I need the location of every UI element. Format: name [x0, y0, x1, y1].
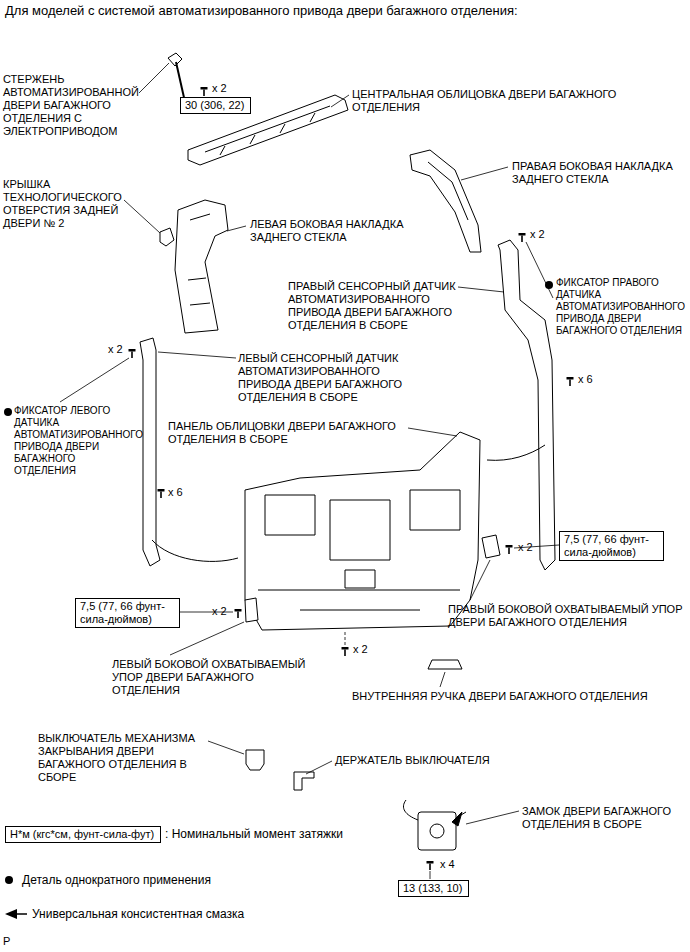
- quantity-label: x 6: [168, 486, 183, 499]
- part-label: ЗАМОК ДВЕРИ БАГАЖНОГО ОТДЕЛЕНИЯ В СБОРЕ: [522, 805, 682, 831]
- illustration-part: [152, 540, 238, 561]
- torque-box: 30 (306, 22): [180, 97, 251, 114]
- torque-box: 13 (133, 10): [398, 880, 469, 897]
- illustration-part: [5, 876, 13, 884]
- part-label: ВЫКЛЮЧАТЕЛЬ МЕХАНИЗМА ЗАКРЫВАНИЯ ДВЕРИ Б…: [38, 732, 208, 784]
- illustration-part: [124, 200, 160, 233]
- illustration-part: [158, 352, 236, 358]
- illustration-part: [294, 772, 314, 790]
- illustration-part: [258, 590, 460, 610]
- illustration-part: [440, 672, 445, 687]
- illustration-part: [168, 53, 182, 66]
- illustration-part: [482, 535, 500, 558]
- illustration-part: [5, 909, 17, 919]
- illustration-part: [519, 233, 526, 242]
- illustration-part: [227, 226, 246, 231]
- illustration-part: [201, 87, 208, 96]
- quantity-label: x 6: [578, 373, 593, 386]
- illustration-part: [408, 428, 457, 436]
- illustration-part: [410, 490, 460, 530]
- illustration-part: [430, 824, 444, 838]
- illustration-part: [526, 242, 553, 298]
- quantity-label: x 2: [353, 643, 368, 656]
- quantity-label: x 2: [530, 228, 545, 241]
- illustration-part: [430, 871, 431, 879]
- part-label: ВНУТРЕННЯЯ РУЧКА ДВЕРИ БАГАЖНОГО ОТДЕЛЕН…: [352, 690, 687, 703]
- page-title: Для моделей с системой автоматизированно…: [5, 3, 518, 18]
- illustration-part: [235, 609, 242, 618]
- illustration-part: [208, 741, 244, 754]
- illustration-part: [466, 811, 519, 824]
- illustration-part: [160, 228, 174, 246]
- illustration-part: [428, 660, 462, 669]
- illustration-part: [306, 761, 332, 774]
- torque-box: 7,5 (77, 66 фунт-сила-дюймов): [75, 598, 180, 628]
- quantity-label: x 2: [518, 541, 533, 554]
- illustration-part: [176, 62, 185, 102]
- torque-value: 13 (133, 10): [403, 882, 464, 895]
- part-label: СТЕРЖЕНЬ АВТОМАТИЗИРОВАННОЙ ДВЕРИ БАГАЖН…: [3, 73, 138, 138]
- legend-text: Универсальная консистентная смазка: [32, 907, 244, 921]
- illustration-part: [567, 377, 574, 386]
- part-label: ПАНЕЛЬ ОБЛИЦОВКИ ДВЕРИ БАГАЖНОГО ОТДЕЛЕН…: [168, 420, 438, 446]
- part-label: ЛЕВЫЙ СЕНСОРНЫЙ ДАТЧИК АВТОМАТИЗИРОВАННО…: [238, 352, 428, 404]
- illustration-part: [331, 95, 349, 107]
- illustration-part: [458, 287, 504, 292]
- illustration-part: [487, 445, 545, 460]
- illustration-part: [427, 861, 434, 870]
- illustration-part: [410, 150, 481, 252]
- illustration-part: [461, 167, 508, 180]
- illustration-part: [140, 53, 555, 850]
- torque-value: 7,5 (77, 66 фунт-сила-дюймов): [564, 533, 659, 559]
- part-label: ЛЕВАЯ БОКОВАЯ НАКЛАДКА ЗАДНЕГО СТЕКЛА: [250, 218, 430, 244]
- illustration-part: [170, 622, 244, 655]
- torque-value: 7,5 (77, 66 фунт-сила-дюймов): [80, 600, 175, 626]
- illustration-part: [506, 545, 513, 554]
- illustration-part: [428, 162, 468, 220]
- illustration-part: [342, 647, 349, 656]
- part-label: ПРАВАЯ БОКОВАЯ НАКЛАДКА ЗАДНЕГО СТЕКЛА: [512, 160, 684, 186]
- torque-value: 30 (306, 22): [185, 99, 246, 112]
- illustration-part: [330, 500, 390, 560]
- illustration-part: [246, 750, 264, 770]
- illustration-part: [452, 812, 462, 826]
- quantity-label: x 2: [108, 343, 123, 356]
- part-label: КРЫШКА ТЕХНОЛОГИЧЕСКОГО ОТВЕРСТИЯ ЗАДНЕЙ…: [3, 178, 128, 230]
- illustration-part: [545, 281, 553, 289]
- illustration-part: [245, 432, 480, 630]
- illustration-part: [17, 913, 27, 915]
- quantity-label: x 4: [440, 858, 455, 871]
- torque-value: Н*м (кгс*см, фунт-сила-фут): [10, 828, 156, 841]
- illustration-part: [158, 489, 165, 498]
- part-label: ЦЕНТРАЛЬНАЯ ОБЛИЦОВКА ДВЕРИ БАГАЖНОГО ОТ…: [352, 88, 652, 114]
- illustration-part: [60, 358, 129, 402]
- quantity-label: x 2: [212, 82, 227, 95]
- part-label: ПРАВЫЙ БОКОВОЙ ОХВАТЫВАЕМЫЙ УПОР ДВЕРИ Б…: [448, 603, 686, 629]
- illustration-part: [470, 560, 490, 600]
- part-label: ФИКСАТОР ПРАВОГО ДАТЧИКА АВТОМАТИЗИРОВАН…: [556, 277, 686, 337]
- illustration-part: [498, 240, 555, 570]
- illustration-part: [245, 598, 258, 622]
- illustration-part: [4, 408, 12, 416]
- quantity-label: x 2: [212, 605, 227, 618]
- part-label: ЛЕВЫЙ БОКОВОЙ ОХВАТЫВАЕМЫЙ УПОР ДВЕРИ БА…: [112, 658, 322, 697]
- torque-box: Н*м (кгс*см, фунт-сила-фут): [5, 826, 161, 843]
- illustration-part: [175, 200, 228, 333]
- illustration-part: [140, 338, 160, 566]
- illustration-part: [139, 63, 169, 93]
- illustration-part: [129, 349, 136, 358]
- torque-box: 7,5 (77, 66 фунт-сила-дюймов): [559, 531, 664, 561]
- illustration-part: [188, 214, 210, 305]
- illustration-part: [345, 632, 346, 645]
- part-label: ФИКСАТОР ЛЕВОГО ДАТЧИКА АВТОМАТИЗИРОВАНН…: [14, 405, 138, 477]
- illustration-part: [418, 812, 456, 850]
- illustration-part: [265, 495, 315, 535]
- part-label: ДЕРЖАТЕЛЬ ВЫКЛЮЧАТЕЛЯ: [335, 754, 535, 767]
- illustration-part: [345, 570, 375, 588]
- legend-text: : Номинальный момент затяжки: [165, 827, 343, 841]
- legend-text: Деталь однократного применения: [22, 873, 211, 887]
- part-label: ПРАВЫЙ СЕНСОРНЫЙ ДАТЧИК АВТОМАТИЗИРОВАНН…: [288, 280, 478, 332]
- part-label: P: [3, 935, 10, 948]
